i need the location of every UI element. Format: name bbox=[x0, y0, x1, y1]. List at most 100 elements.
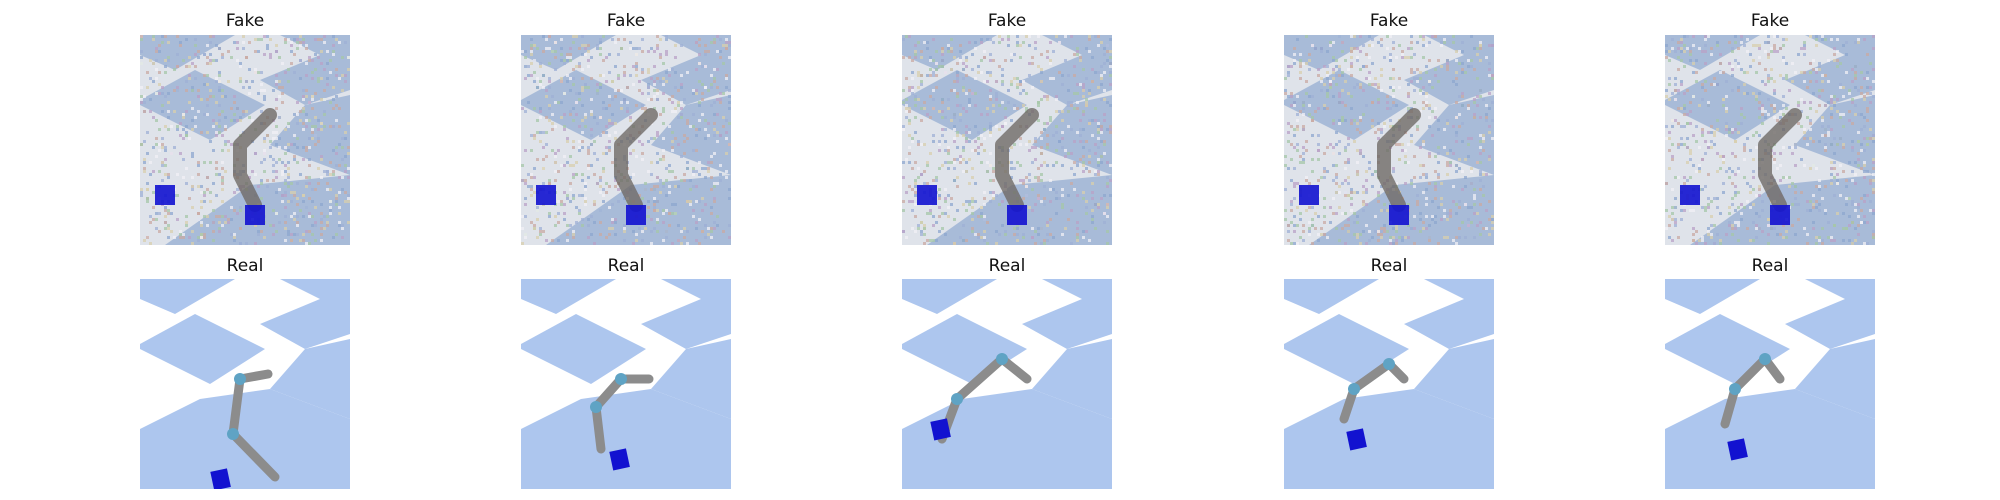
noise-pixel bbox=[1692, 227, 1695, 230]
noise-pixel bbox=[338, 221, 341, 224]
noise-pixel bbox=[611, 227, 614, 230]
noise-pixel bbox=[941, 53, 944, 56]
noise-pixel bbox=[1728, 131, 1731, 134]
noise-pixel bbox=[275, 80, 278, 83]
noise-pixel bbox=[995, 95, 998, 98]
noise-pixel bbox=[1103, 140, 1106, 143]
noise-pixel bbox=[1854, 113, 1857, 116]
noise-pixel bbox=[1404, 182, 1407, 185]
noise-pixel bbox=[320, 38, 323, 41]
noise-pixel bbox=[1344, 242, 1347, 245]
noise-pixel bbox=[1416, 77, 1419, 80]
noise-pixel bbox=[704, 44, 707, 47]
noise-pixel bbox=[1845, 227, 1848, 230]
noise-pixel bbox=[329, 206, 332, 209]
noise-pixel bbox=[539, 62, 542, 65]
noise-pixel bbox=[1413, 101, 1416, 104]
noise-pixel bbox=[1293, 134, 1296, 137]
noise-pixel bbox=[533, 224, 536, 227]
noise-pixel bbox=[1290, 221, 1293, 224]
noise-pixel bbox=[935, 62, 938, 65]
noise-pixel bbox=[674, 176, 677, 179]
noise-pixel bbox=[1028, 206, 1031, 209]
noise-pixel bbox=[218, 173, 221, 176]
noise-pixel bbox=[308, 197, 311, 200]
noise-pixel bbox=[1812, 194, 1815, 197]
noise-pixel bbox=[1308, 221, 1311, 224]
noise-pixel bbox=[1296, 206, 1299, 209]
noise-pixel bbox=[920, 83, 923, 86]
noise-pixel bbox=[677, 224, 680, 227]
robot-arm bbox=[1377, 108, 1421, 212]
noise-pixel bbox=[1434, 197, 1437, 200]
noise-pixel bbox=[710, 230, 713, 233]
noise-pixel bbox=[1785, 77, 1788, 80]
noise-pixel bbox=[1413, 227, 1416, 230]
noise-pixel bbox=[1413, 155, 1416, 158]
noise-pixel bbox=[923, 233, 926, 236]
noise-pixel bbox=[665, 53, 668, 56]
noise-pixel bbox=[1833, 101, 1836, 104]
noise-pixel bbox=[1347, 182, 1350, 185]
noise-pixel bbox=[1872, 233, 1875, 236]
noise-pixel bbox=[1737, 170, 1740, 173]
noise-pixel bbox=[1088, 92, 1091, 95]
noise-pixel bbox=[1839, 116, 1842, 119]
noise-pixel bbox=[695, 134, 698, 137]
noise-pixel bbox=[923, 242, 926, 245]
noise-pixel bbox=[953, 137, 956, 140]
noise-pixel bbox=[1317, 74, 1320, 77]
noise-pixel bbox=[1692, 62, 1695, 65]
noise-pixel bbox=[305, 95, 308, 98]
noise-pixel bbox=[1737, 206, 1740, 209]
noise-pixel bbox=[1461, 95, 1464, 98]
noise-pixel bbox=[1359, 86, 1362, 89]
noise-pixel bbox=[188, 101, 191, 104]
noise-pixel bbox=[1464, 158, 1467, 161]
noise-pixel bbox=[311, 137, 314, 140]
noise-pixel bbox=[245, 242, 248, 245]
noise-pixel bbox=[296, 41, 299, 44]
noise-pixel bbox=[1377, 86, 1380, 89]
noise-pixel bbox=[671, 149, 674, 152]
noise-pixel bbox=[161, 137, 164, 140]
noise-pixel bbox=[1022, 236, 1025, 239]
noise-pixel bbox=[1872, 158, 1875, 161]
noise-pixel bbox=[1689, 176, 1692, 179]
noise-pixel bbox=[641, 152, 644, 155]
noise-pixel bbox=[641, 50, 644, 53]
noise-pixel bbox=[926, 47, 929, 50]
noise-pixel bbox=[611, 221, 614, 224]
noise-pixel bbox=[599, 176, 602, 179]
noise-pixel bbox=[650, 218, 653, 221]
noise-pixel bbox=[1287, 239, 1290, 242]
noise-pixel bbox=[1677, 68, 1680, 71]
noise-pixel bbox=[560, 164, 563, 167]
noise-pixel bbox=[1022, 197, 1025, 200]
noise-pixel bbox=[1869, 92, 1872, 95]
noise-pixel bbox=[1674, 89, 1677, 92]
noise-pixel bbox=[1106, 182, 1109, 185]
noise-pixel bbox=[554, 68, 557, 71]
noise-pixel bbox=[1824, 212, 1827, 215]
noise-pixel bbox=[680, 107, 683, 110]
noise-pixel bbox=[272, 131, 275, 134]
noise-pixel bbox=[968, 158, 971, 161]
noise-pixel bbox=[1091, 221, 1094, 224]
noise-pixel bbox=[1794, 146, 1797, 149]
noise-pixel bbox=[1809, 35, 1812, 38]
noise-pixel bbox=[1299, 77, 1302, 80]
noise-pixel bbox=[923, 107, 926, 110]
noise-pixel bbox=[1857, 113, 1860, 116]
noise-pixel bbox=[1293, 53, 1296, 56]
noise-pixel bbox=[332, 98, 335, 101]
noise-pixel bbox=[1311, 218, 1314, 221]
noise-pixel bbox=[1446, 236, 1449, 239]
noise-pixel bbox=[1767, 53, 1770, 56]
noise-pixel bbox=[275, 230, 278, 233]
noise-pixel bbox=[1791, 62, 1794, 65]
noise-pixel bbox=[1794, 233, 1797, 236]
noise-pixel bbox=[1076, 227, 1079, 230]
noise-pixel bbox=[1488, 44, 1491, 47]
noise-pixel bbox=[1857, 158, 1860, 161]
